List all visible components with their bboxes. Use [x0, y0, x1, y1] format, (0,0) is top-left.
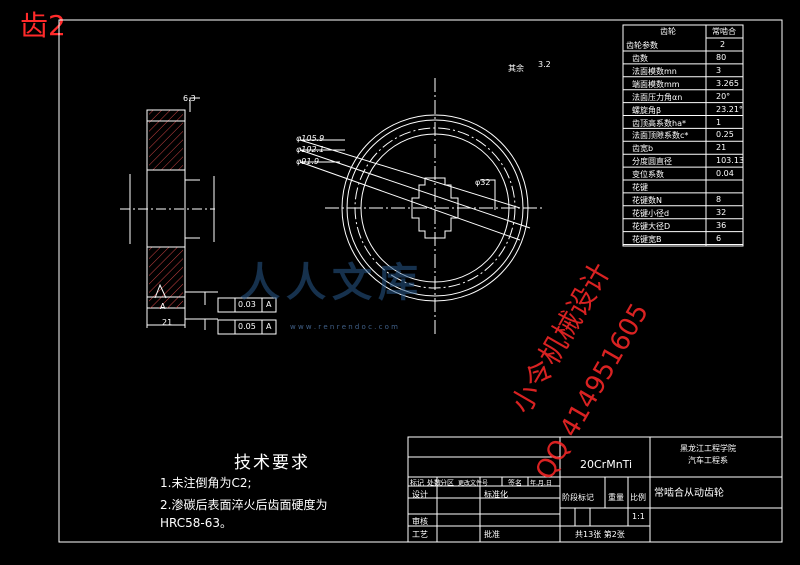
gear-front-view: [299, 78, 545, 335]
param-value: 8: [716, 194, 722, 204]
sheets: 共13张 第2张: [575, 530, 625, 539]
param-name: 花键数N: [632, 195, 662, 205]
param-name: 齿宽b: [632, 144, 654, 154]
param-value: 0.04: [716, 169, 734, 179]
dim-dia-1: φ105.9: [296, 134, 325, 143]
tech-line-3: HRC58-63。: [160, 516, 233, 530]
tb-change: 更改文件号: [458, 480, 489, 487]
param-table-grid: [622, 24, 744, 247]
tb-date: 年.月.日: [530, 480, 552, 487]
rest-roughness: 其余: [508, 64, 524, 73]
scale-label: 比例: [630, 493, 646, 502]
param-value: 103.13: [716, 156, 744, 166]
school: 黑龙江工程学院: [680, 444, 736, 453]
tb-count: 处数: [427, 479, 441, 487]
tech-line-1: 1.未注倒角为C2;: [160, 476, 252, 490]
param-value: 1: [716, 117, 722, 127]
title-block-grid: [407, 436, 783, 543]
material: 20CrMnTi: [580, 458, 633, 471]
gear-side-view: [120, 97, 218, 330]
tb-zone: 分区: [440, 479, 454, 487]
param-value: 20°: [716, 91, 731, 101]
param-value: 3.265: [716, 78, 739, 88]
param-name: 齿顶高系数ha*: [632, 118, 686, 128]
tb-process: 工艺: [412, 530, 428, 539]
tol-2-value: 0.05: [238, 322, 256, 331]
param-name: 法面模数mn: [632, 66, 677, 76]
tb-review: 审核: [412, 517, 428, 526]
tb-standard: 标准化: [484, 490, 508, 499]
param-value: 21: [716, 143, 727, 153]
param-value: 80: [716, 53, 727, 62]
dept: 汽车工程系: [688, 456, 728, 465]
param-name: 花键小径d: [632, 208, 670, 218]
param-name: 端面模数mm: [632, 79, 680, 89]
datum-label: A: [160, 302, 166, 311]
param-header-left-top: 齿轮: [660, 27, 676, 36]
tech-line-2: 2.渗碳后表面淬火后齿面硬度为: [160, 498, 328, 512]
roughness-side: 6.3: [183, 94, 196, 103]
param-name: 花键大径D: [632, 221, 671, 231]
param-header-left-bottom: 齿轮参数: [626, 41, 658, 50]
tb-sign: 签名: [508, 479, 522, 487]
param-name: 齿数: [632, 54, 648, 63]
dim-dia-3: φ91.9: [296, 157, 320, 166]
tb-approve: 批准: [484, 530, 500, 539]
tolerance-frames: [217, 297, 277, 335]
tol-2-ref: A: [266, 322, 272, 331]
param-header-right-bottom: 2: [720, 40, 726, 49]
param-value: 0.25: [716, 130, 734, 140]
stage-label: 阶段标记: [562, 493, 594, 502]
dim-dia-2: φ102.1: [296, 145, 325, 154]
param-value: 6: [716, 233, 722, 243]
weight-label: 重量: [608, 493, 624, 502]
param-name: 花键宽B: [632, 234, 662, 244]
param-value: 32: [716, 207, 727, 217]
tol-1-value: 0.03: [238, 300, 256, 309]
tb-mark: 标记: [410, 479, 424, 487]
tech-title: 技术要求: [234, 453, 310, 473]
roughness-top: 3.2: [538, 60, 551, 69]
param-name: 法面顶隙系数c*: [632, 131, 689, 141]
param-value: 3: [716, 65, 722, 75]
watermark-logo: 人人文库: [240, 260, 424, 306]
param-name: 变位系数: [632, 170, 664, 180]
sheet-tag: 齿2: [20, 9, 66, 42]
watermark-site: w w w . r e n r e n d o c . c o m: [290, 323, 398, 331]
param-value: 36: [716, 220, 727, 230]
param-name: 螺旋角β: [632, 105, 662, 115]
param-header-right-top: 常啮合: [712, 27, 736, 36]
param-name: 花键: [632, 183, 648, 192]
param-name: 分度圆直径: [632, 157, 672, 167]
spline-label: φ32: [475, 178, 491, 187]
scale: 1:1: [632, 512, 645, 521]
param-name: 法面压力角αn: [632, 92, 683, 102]
tb-design: 设计: [412, 490, 428, 499]
width-dim: 21: [162, 318, 173, 327]
part-name: 常啮合从动齿轮: [654, 488, 724, 499]
tol-1-ref: A: [266, 300, 272, 309]
param-value: 23.21°: [716, 104, 743, 114]
